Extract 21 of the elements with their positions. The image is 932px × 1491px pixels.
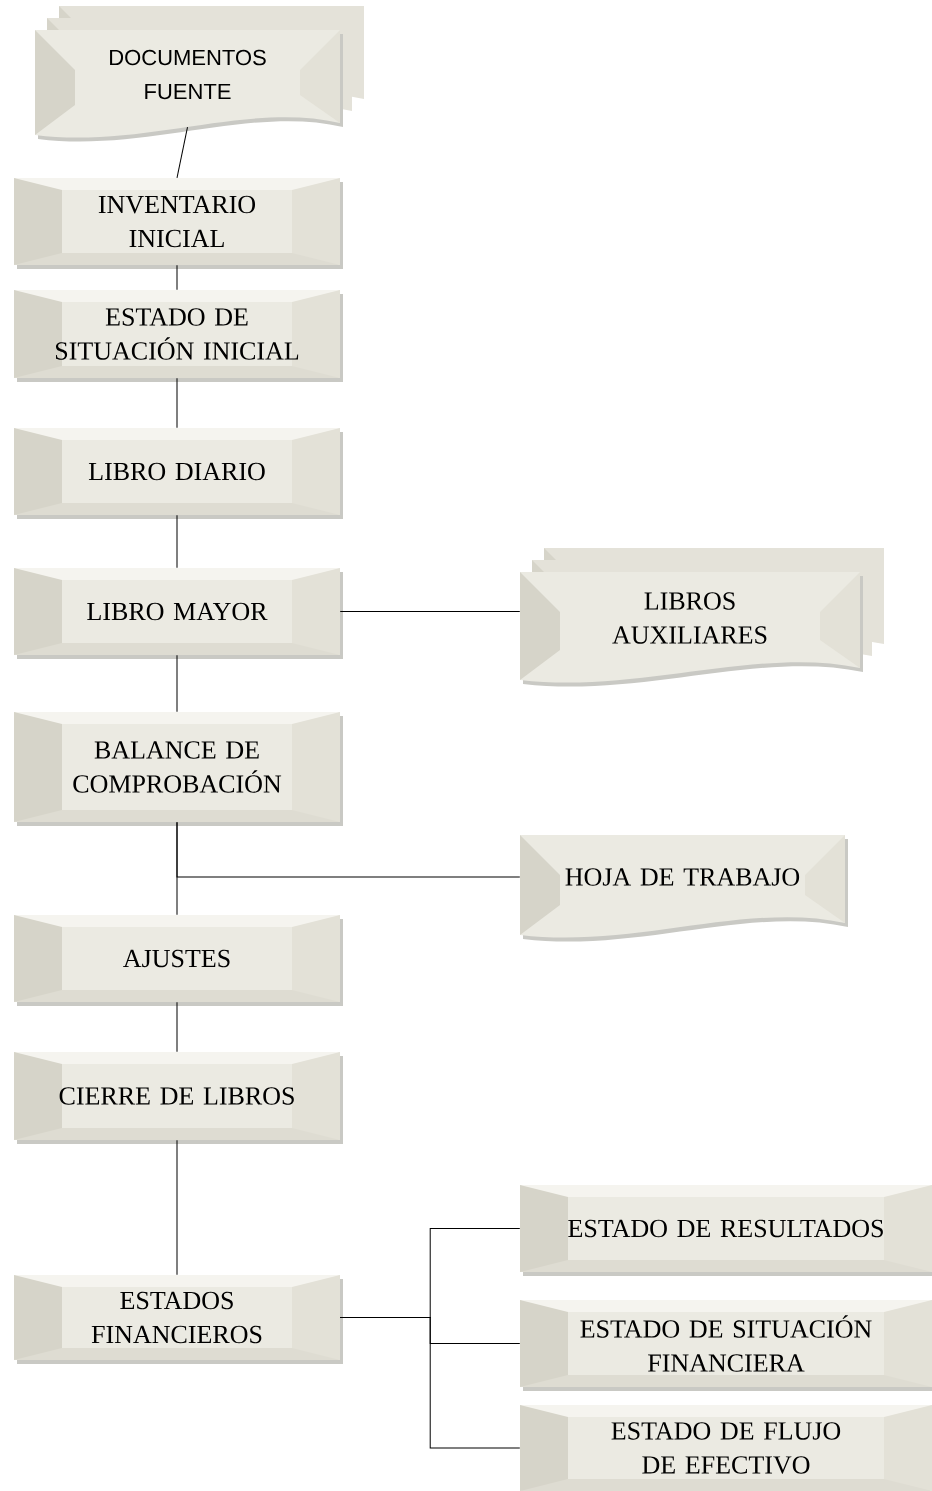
process-box: AJUSTES: [14, 915, 343, 1006]
process-box: LIBRO MAYOR: [14, 568, 343, 659]
process-box: LIBRO DIARIO: [14, 428, 343, 519]
process-box: ESTADO DE RESULTADOS: [520, 1185, 932, 1276]
connector-line: [339, 1317, 521, 1449]
connector-line: [176, 821, 178, 916]
process-box: CIERRE DE LIBROS: [14, 1052, 343, 1144]
process-box: INVENTARIO INICIAL: [14, 178, 343, 269]
connector-line: [176, 377, 178, 429]
process-box: ESTADO DE SITUACIÓN FINANCIERA: [520, 1300, 932, 1391]
process-box: ESTADO DE FLUJO DE EFECTIVO: [520, 1405, 932, 1491]
connector-line: [176, 1139, 178, 1276]
connector-line: [339, 611, 521, 612]
connector-line: [176, 126, 188, 179]
process-box: ESTADO DE SITUACIÓN INICIAL: [14, 290, 343, 382]
connector-line: [176, 1001, 178, 1053]
process-box: BALANCE DE COMPROBACIÓN: [14, 712, 343, 826]
process-box: ESTADOS FINANCIEROS: [14, 1275, 343, 1364]
connector-line: [176, 264, 178, 291]
connector-line: [176, 654, 178, 713]
connector-line: [176, 514, 178, 569]
